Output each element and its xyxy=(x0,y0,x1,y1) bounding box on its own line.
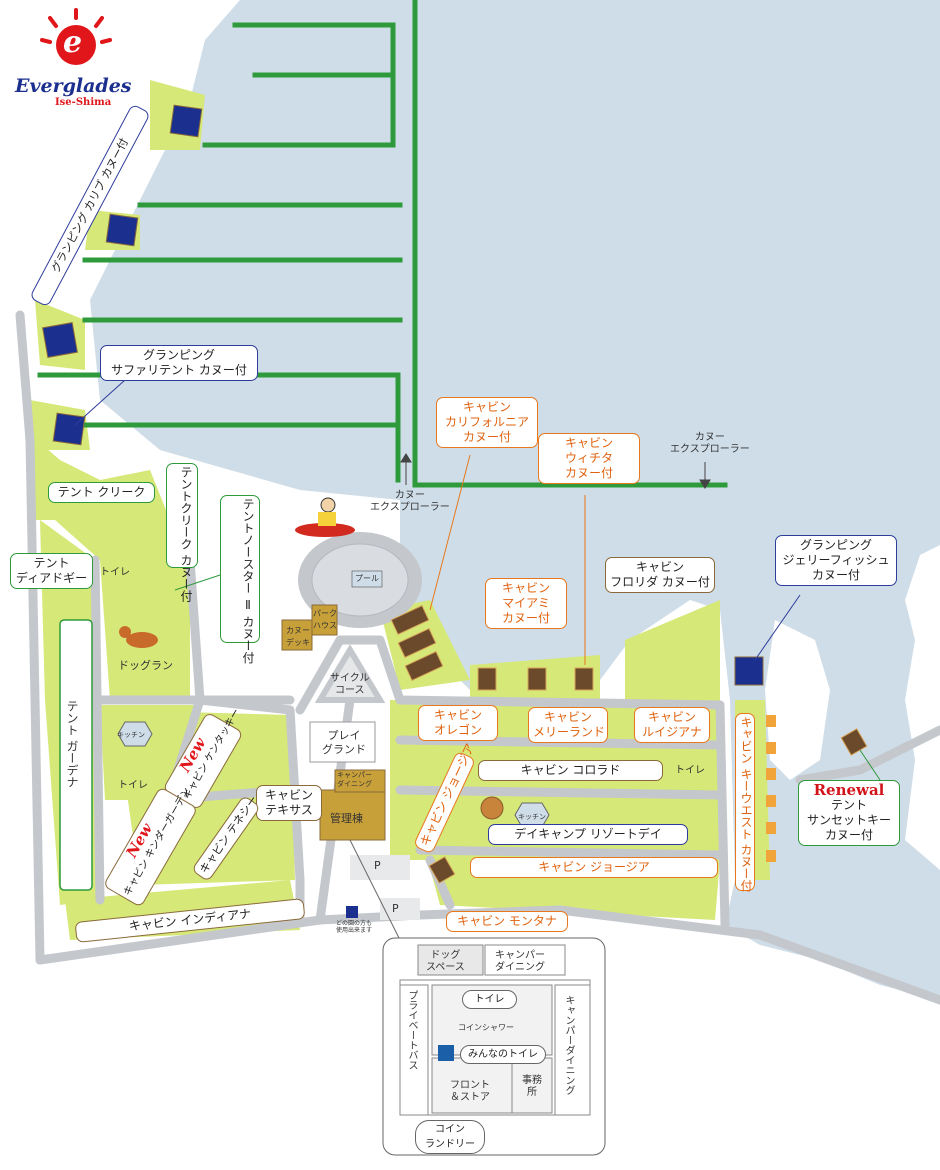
admin-building xyxy=(319,789,386,841)
inset-coin-shower: コインシャワー xyxy=(458,1023,514,1032)
inset-camper-dining: キャンパー ダイニング xyxy=(495,950,545,973)
northstar-leader xyxy=(174,574,221,591)
label-park-house: パーク ハウス xyxy=(313,609,337,630)
label-glamping-jellyfish: グランピング ジェリーフィッシュ カヌー付 xyxy=(775,535,897,586)
glamping-tents xyxy=(42,104,764,686)
label-tent-creek-canoe: テントクリーク カヌー付 xyxy=(166,463,198,602)
label-cabin-colorado: キャビン コロラド xyxy=(478,760,663,781)
label-admin: 管理棟 xyxy=(330,812,363,825)
land-cabins-florida xyxy=(625,600,720,700)
small-buildings xyxy=(281,604,338,651)
label-play-ground: プレイ グランド xyxy=(322,729,366,756)
office-area xyxy=(511,1057,553,1114)
label-tent-sunset: Renewal テント サンセットキー カヌー付 xyxy=(798,780,900,846)
logo-letter: e xyxy=(63,25,83,60)
label-cabin-louisiana: キャビン ルイジアナ xyxy=(634,707,710,743)
label-cabin-florida: キャビン フロリダ カヌー付 xyxy=(605,557,715,593)
label-toilet-2: トイレ xyxy=(118,780,148,791)
public-toilet-icon xyxy=(346,906,358,918)
label-cabin-wichita: キャビン ウィチタ カヌー付 xyxy=(538,433,640,484)
cycle-course xyxy=(314,644,386,703)
label-glamping-safari: グランピング サファリテント カヌー付 xyxy=(100,345,258,381)
label-dog-run: ドッグラン xyxy=(118,659,173,672)
dog-space-area xyxy=(417,944,484,976)
label-cabin-montana: キャビン モンタナ xyxy=(446,911,568,932)
logo-sub: Ise-Shima xyxy=(55,97,112,108)
cabins xyxy=(390,604,868,884)
dog-illustration xyxy=(119,626,158,648)
label-kitchen-1: キッチン xyxy=(117,731,145,739)
cabin-orange-units xyxy=(766,715,776,862)
logo-emblem xyxy=(40,8,112,65)
label-camper-dining-small: キャンパー ダイニング xyxy=(337,771,372,788)
label-cabin-texas: キャビン テキサス xyxy=(256,785,322,821)
label-canoe-explorer-east: カヌー エクスプローラー xyxy=(670,432,750,455)
inset-dog-space: ドッグ スペース xyxy=(426,950,465,973)
land-dogrun xyxy=(100,560,190,700)
inset-leader xyxy=(349,839,401,941)
label-canoe-explorer-west: カヌー エクスプローラー xyxy=(370,490,450,513)
parking-2 xyxy=(380,898,420,920)
playground xyxy=(309,721,376,763)
label-parking-2: P xyxy=(392,902,399,915)
renewal-badge: Renewal xyxy=(813,781,885,799)
renewal-leader xyxy=(859,749,881,781)
lake xyxy=(90,0,940,1000)
callout-leaders xyxy=(74,379,801,661)
label-cabin-georgia-horizontal: キャビン ジョージア xyxy=(470,857,718,878)
label-toilet-1: トイレ xyxy=(100,567,130,578)
inset-front: フロント ＆ストア xyxy=(450,1080,490,1103)
label-parking-1: P xyxy=(374,859,381,872)
orange-leaders xyxy=(429,454,586,665)
camper-dining-area xyxy=(484,944,566,976)
canoe-illustration xyxy=(295,497,355,537)
label-cabin-miami: キャビン マイアミ カヌー付 xyxy=(485,578,567,629)
inset-toilet: トイレ xyxy=(462,990,517,1009)
label-kitchen-2: キッチン xyxy=(518,813,546,821)
dining-building xyxy=(334,769,386,793)
east-shore xyxy=(765,620,830,780)
logo-brand: Everglades xyxy=(15,75,132,97)
label-cabin-oregon: キャビン オレゴン xyxy=(418,705,498,741)
label-tent-creek: テント クリーク xyxy=(48,482,155,503)
label-toilet-3: トイレ xyxy=(675,765,705,776)
label-tent-north-star: テントノースター Ⅱ カヌー付 xyxy=(220,495,260,664)
label-canoe-deck: カヌー デッキ xyxy=(286,626,310,647)
canals xyxy=(37,0,728,488)
label-day-camp: デイキャンプ リゾートデイ xyxy=(488,824,688,845)
label-cabin-keywest: キャビン キーウエスト カヌー付 xyxy=(735,713,755,892)
label-tent-gardena: テント ガーデナ xyxy=(65,700,79,788)
inset-camper-dining-vertical: キャンパーダイニング xyxy=(563,995,574,1095)
dining-vertical-area xyxy=(554,984,591,1116)
kitchen-1 xyxy=(117,721,153,747)
label-cabin-california: キャビン カリフォルニア カヌー付 xyxy=(436,397,538,448)
gardena-strip xyxy=(59,619,93,891)
label-tent-dear-doggy: テント ディアドギー xyxy=(10,553,93,589)
inset-multi-toilet: みんなのトイレ xyxy=(460,1045,546,1064)
label-pool: プール xyxy=(355,574,379,583)
label-public-toilet: どの園の方も 使用出来ます xyxy=(336,920,373,934)
umbrella xyxy=(480,796,504,820)
inset-coin-laundry: コイン ランドリー xyxy=(415,1120,485,1154)
accessible-icon xyxy=(438,1045,454,1061)
canoe-arrows xyxy=(400,453,711,489)
inset-office: 事務所 xyxy=(522,1075,542,1098)
label-cabin-maryland: キャビン メリーランド xyxy=(528,707,608,743)
label-cycle-course: サイクル コース xyxy=(330,673,370,696)
pool-sign xyxy=(351,570,383,588)
private-bath-area xyxy=(399,984,429,1116)
inset-private-bath: プライベートバス xyxy=(406,990,417,1070)
